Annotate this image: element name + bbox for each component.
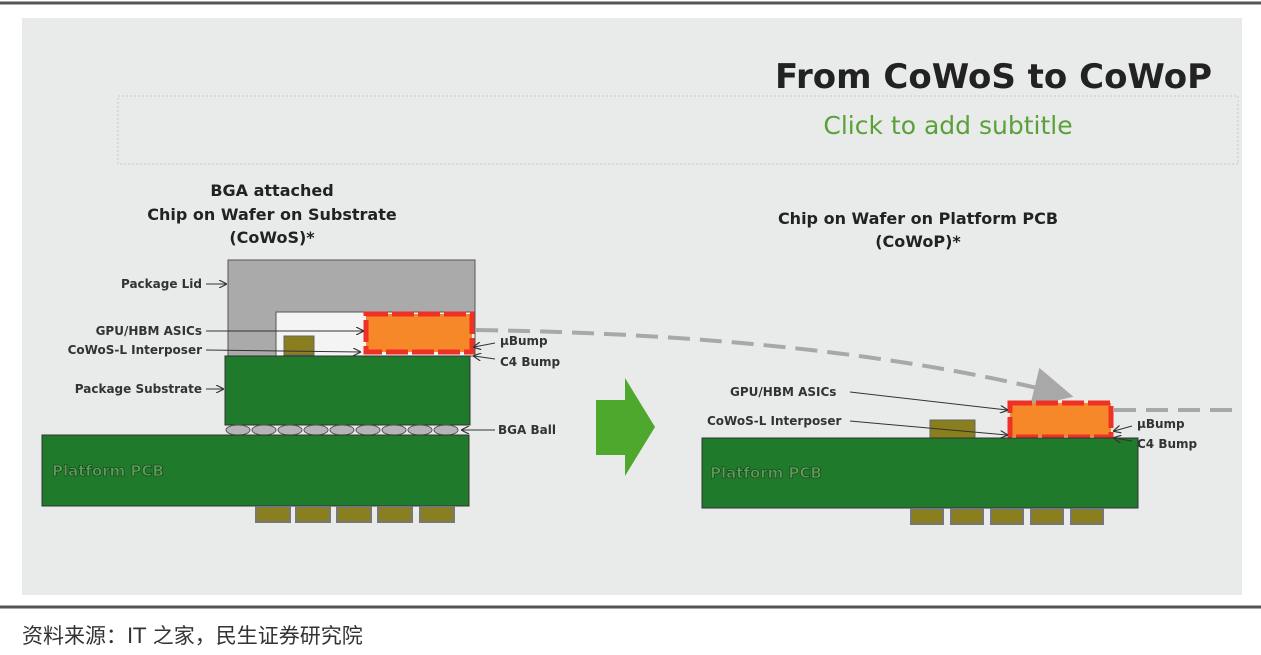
- gpu-chip: [363, 311, 475, 355]
- pcb-pads: [910, 508, 1104, 525]
- interposer-block: [283, 335, 315, 356]
- migration-dashed-arrow: [475, 328, 1074, 407]
- platform-pcb: [41, 434, 470, 507]
- label-interposer: CoWoS-L Interposer: [68, 343, 202, 357]
- label-substrate: Package Substrate: [75, 382, 202, 396]
- pcb-label: Platform PCB: [710, 464, 822, 482]
- label-ubump: μBump: [1137, 417, 1185, 431]
- cowop-diagram: Platform PCB GPU/HBM ASICs CoWoS-L Inter…: [701, 385, 1198, 525]
- slide-title: From CoWoS to CoWoP: [775, 57, 1212, 97]
- label-gpu-hbm: GPU/HBM ASICs: [96, 324, 202, 338]
- pcb-label: Platform PCB: [52, 462, 164, 480]
- right-heading-2: (CoWoP)*: [875, 232, 961, 251]
- source-caption: 资料来源：IT 之家，民生证券研究院: [22, 624, 363, 648]
- label-package-lid: Package Lid: [121, 277, 202, 291]
- subtitle-text[interactable]: Click to add subtitle: [823, 111, 1072, 140]
- left-heading-2: Chip on Wafer on Substrate: [147, 205, 397, 224]
- label-c4-bump: C4 Bump: [500, 355, 561, 369]
- label-c4-bump: C4 Bump: [1137, 437, 1198, 451]
- cowos-diagram: Platform PCB Package Lid GPU/HBM ASICs C…: [41, 259, 561, 523]
- bga-balls: [225, 424, 459, 436]
- right-heading-1: Chip on Wafer on Platform PCB: [778, 209, 1058, 228]
- label-bga-ball: BGA Ball: [498, 423, 556, 437]
- left-heading-1: BGA attached: [210, 181, 333, 200]
- subtitle-placeholder[interactable]: [117, 95, 1239, 165]
- package-substrate: [224, 355, 471, 426]
- label-interposer: CoWoS-L Interposer: [707, 414, 841, 428]
- pcb-pads: [255, 506, 455, 523]
- label-gpu-hbm: GPU/HBM ASICs: [730, 385, 836, 399]
- label-ubump: μBump: [500, 334, 548, 348]
- platform-pcb: [701, 437, 1139, 509]
- transition-arrow-icon: [596, 378, 655, 476]
- left-heading-3: (CoWoS)*: [229, 228, 315, 247]
- gpu-chip: [1007, 400, 1114, 440]
